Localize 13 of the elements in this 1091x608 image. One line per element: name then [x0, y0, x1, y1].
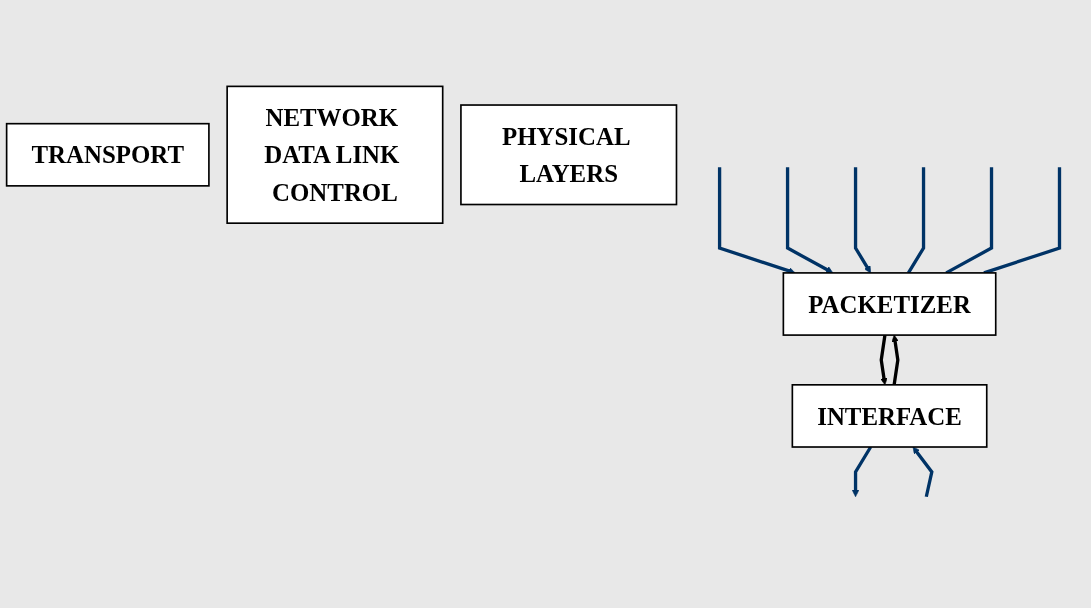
- layer-box: PACKETIZER: [782, 272, 997, 336]
- line: [983, 167, 1062, 275]
- layer-box: NETWORK DATA LINK CONTROL: [226, 85, 444, 224]
- arrow: [891, 334, 900, 386]
- arrow: [785, 167, 834, 274]
- arrow: [912, 446, 934, 498]
- arrow: [851, 446, 873, 498]
- arrow: [853, 167, 871, 274]
- line: [907, 167, 926, 274]
- layer-box: TRANSPORT: [5, 122, 210, 187]
- arrow: [879, 334, 888, 386]
- layer-box: INTERFACE: [791, 384, 988, 448]
- layer-box: PHYSICAL LAYERS: [460, 104, 678, 206]
